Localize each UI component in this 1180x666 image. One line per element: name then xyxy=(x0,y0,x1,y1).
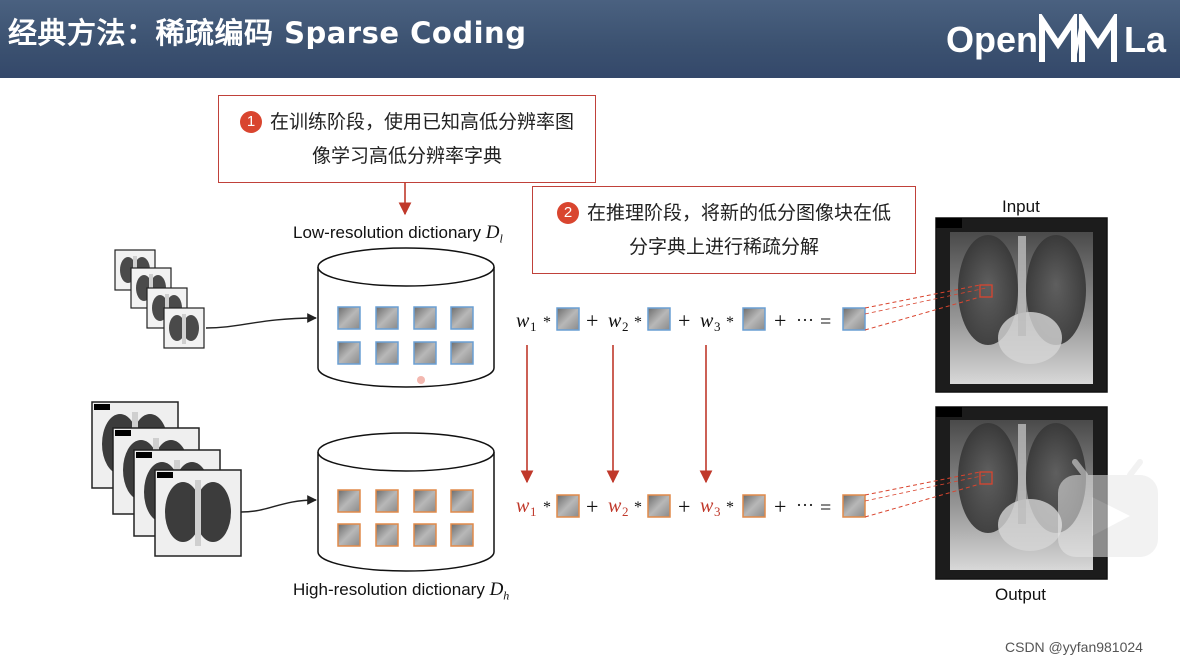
low-res-dictionary-label: Low-resolution dictionary Dl xyxy=(293,222,503,246)
callout-inference-line1: 在推理阶段，将新的低分图像块在低 xyxy=(586,202,891,224)
eq-high-plus1: + xyxy=(586,494,598,519)
eq-low-w2: w xyxy=(608,310,622,332)
high-res-dictionary-label: High-resolution dictionary Dh xyxy=(293,579,509,603)
callout-number-badge: 2 xyxy=(556,202,579,224)
eq-high-times3: * xyxy=(726,499,734,516)
eq-low-plus3: + xyxy=(774,308,786,333)
eq-high-equals: = xyxy=(820,497,831,519)
eq-low-sub3: 3 xyxy=(714,319,721,334)
low-stack-arrow xyxy=(205,313,317,329)
callout-training-line1: 在训练阶段，使用已知高低分辨率图 xyxy=(269,111,574,133)
video-play-overlay-icon xyxy=(1058,459,1158,557)
watermark: CSDN @yyfan981024 xyxy=(1005,639,1143,655)
output-label: Output xyxy=(995,585,1047,604)
callout-training-line2: 像学习高低分辨率字典 xyxy=(311,145,502,167)
eq-low-w1: w xyxy=(516,310,530,332)
low-res-patches xyxy=(337,306,474,365)
page-title: 经典方法：稀疏编码 Sparse Coding xyxy=(8,16,527,50)
eq-high-w1: w xyxy=(516,495,530,517)
eq-low-times1: * xyxy=(543,314,551,331)
eq-low-plus2: + xyxy=(678,308,690,333)
high-res-dictionary-cylinder xyxy=(317,432,495,572)
high-res-subscript: h xyxy=(503,588,510,603)
callout-inference-line1-row: 2 在推理阶段，将新的低分图像块在低 xyxy=(533,196,915,230)
logo-text-tail: La xyxy=(1124,19,1167,60)
eq-low-times3: * xyxy=(726,314,734,331)
high-res-symbol: D xyxy=(489,579,504,600)
callout-number-badge: 1 xyxy=(239,111,262,133)
logo-mark-icon xyxy=(1039,14,1118,63)
eq-high-plus3: + xyxy=(774,494,786,519)
eq-high-plus2: + xyxy=(678,494,690,519)
eq-high-w3: w xyxy=(700,495,714,517)
header-bar: 经典方法：稀疏编码 Sparse Coding Open La xyxy=(0,0,1180,78)
low-res-equation: w 1 * + w 2 * + w 3 * + ··· = xyxy=(516,307,866,334)
high-res-image-stack xyxy=(91,401,242,557)
eq-high-sub3: 3 xyxy=(714,504,721,519)
input-xray xyxy=(935,217,1108,393)
output-xray xyxy=(935,406,1108,580)
high-res-equation: w 1 * + w 2 * + w 3 * + ··· = xyxy=(516,494,866,519)
low-res-dictionary-cylinder xyxy=(317,247,495,388)
low-res-label-text: Low-resolution dictionary xyxy=(293,223,482,242)
eq-high-sub2: 2 xyxy=(622,504,629,519)
eq-high-times1: * xyxy=(543,499,551,516)
openmmlab-logo: Open La xyxy=(946,14,1166,66)
low-res-symbol: D xyxy=(485,222,500,243)
eq-low-plus1: + xyxy=(586,308,598,333)
cursor-dot xyxy=(417,376,425,384)
eq-high-ellipsis: ··· xyxy=(796,495,814,515)
eq-high-w2: w xyxy=(608,495,622,517)
eq-low-sub2: 2 xyxy=(622,319,629,334)
callout-training-line1-row: 1 在训练阶段，使用已知高低分辨率图 xyxy=(219,105,595,139)
eq-low-w3: w xyxy=(700,310,714,332)
high-res-label-text: High-resolution dictionary xyxy=(293,580,485,599)
eq-high-sub1: 1 xyxy=(530,504,537,519)
callout-inference-line2: 分字典上进行稀疏分解 xyxy=(628,236,819,258)
callout-training: 1 在训练阶段，使用已知高低分辨率图 像学习高低分辨率字典 xyxy=(218,95,596,183)
logo-text: Open xyxy=(946,19,1039,60)
eq-low-ellipsis: ··· xyxy=(796,310,814,330)
callout-inference: 2 在推理阶段，将新的低分图像块在低 分字典上进行稀疏分解 xyxy=(532,186,916,274)
eq-low-sub1: 1 xyxy=(530,319,537,334)
input-label: Input xyxy=(1002,197,1040,216)
high-stack-arrow xyxy=(240,495,317,513)
eq-low-equals: = xyxy=(820,311,831,333)
eq-low-times2: * xyxy=(634,314,642,331)
high-res-patches xyxy=(337,489,474,547)
low-res-image-stack xyxy=(114,249,205,349)
low-res-subscript: l xyxy=(499,231,503,246)
eq-high-times2: * xyxy=(634,499,642,516)
